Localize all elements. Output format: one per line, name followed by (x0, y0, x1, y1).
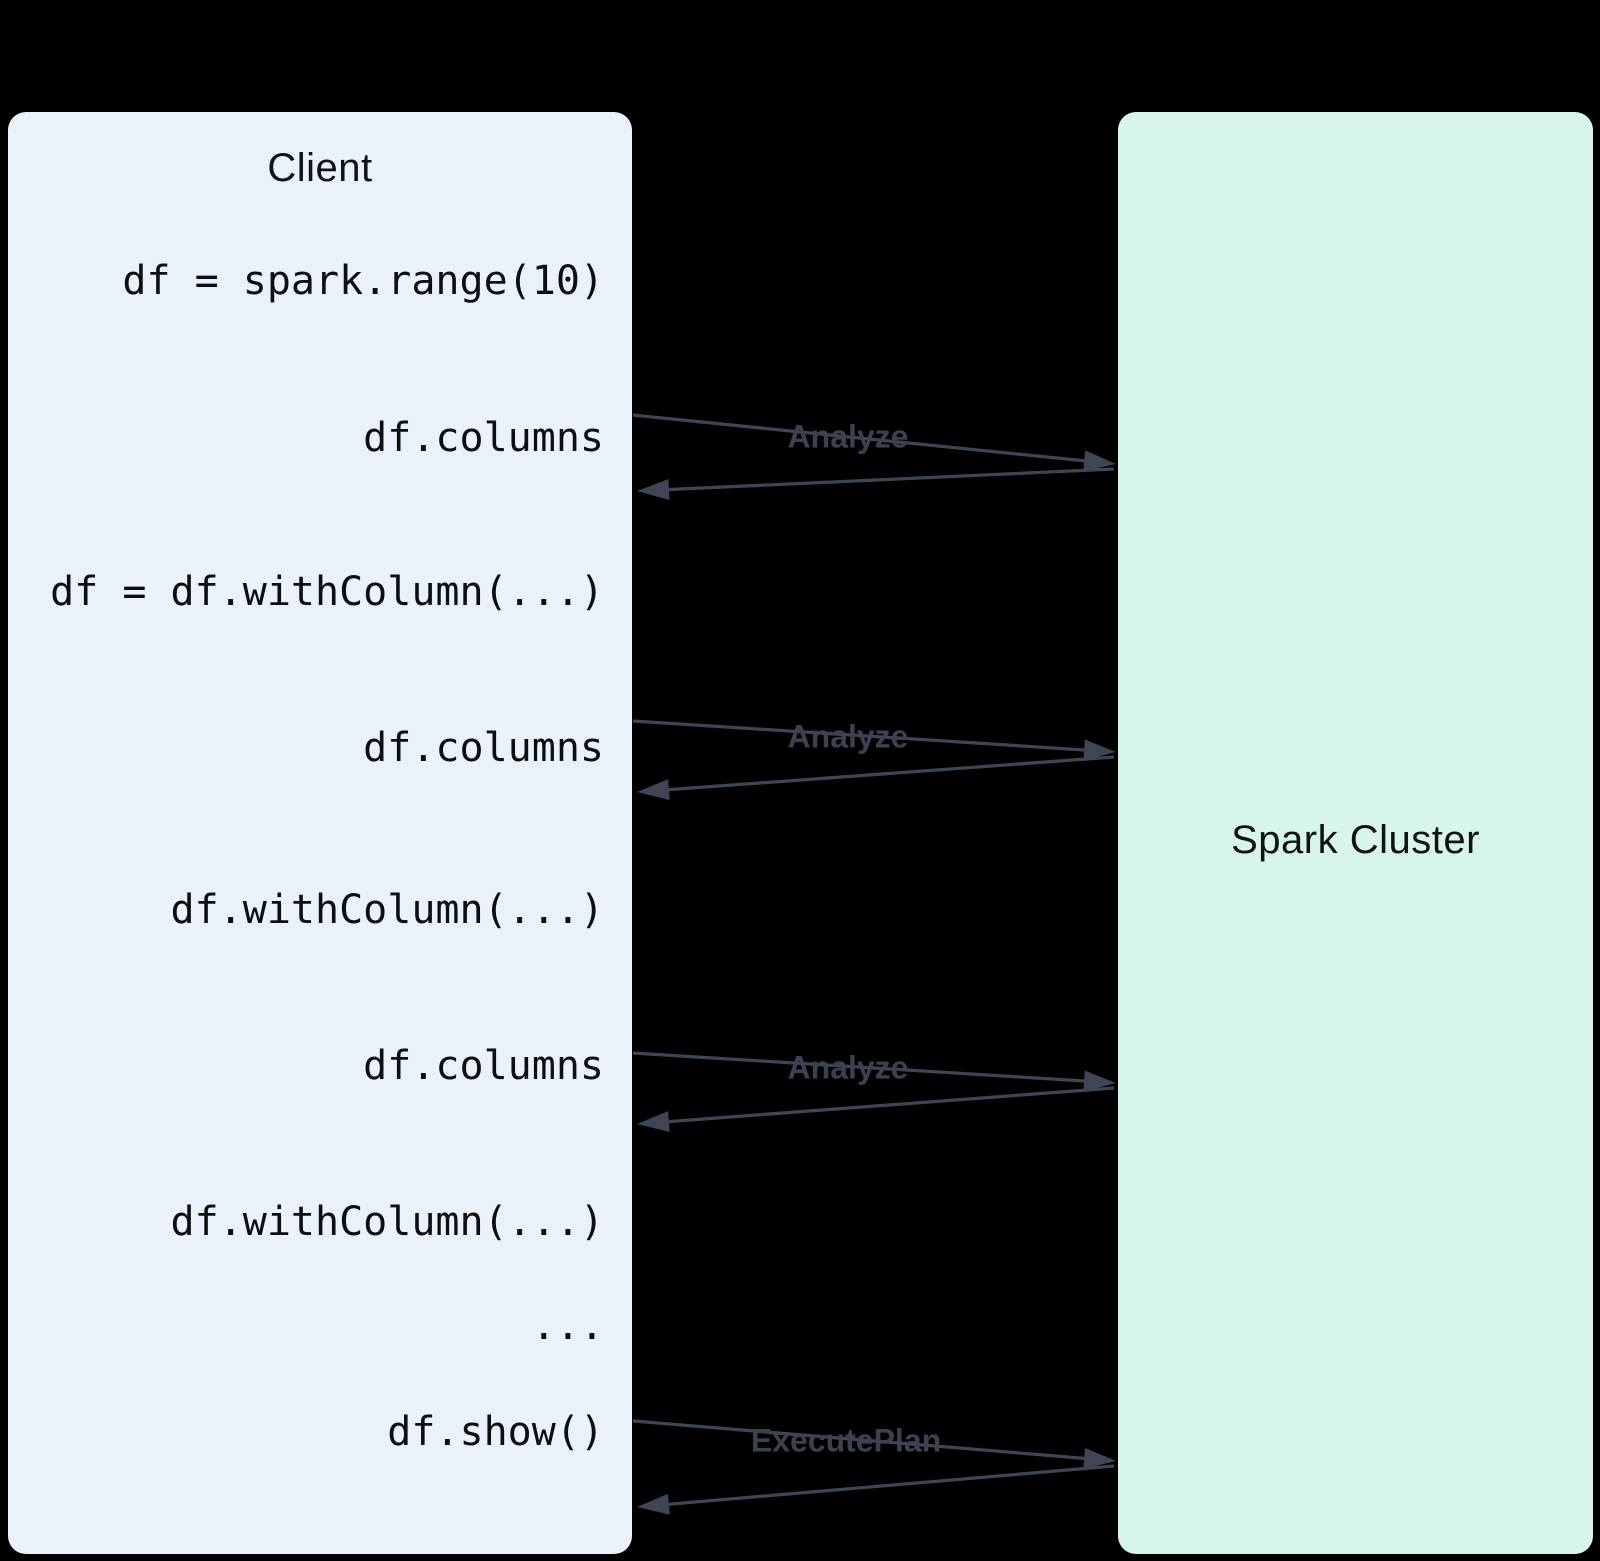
code-line: df.columns (363, 415, 604, 461)
client-panel-title: Client (267, 146, 373, 190)
message-label: Analyze (787, 418, 909, 455)
code-line: df = df.withColumn(...) (50, 569, 604, 615)
code-line: ... (531, 1303, 604, 1349)
code-line: df.withColumn(...) (170, 1199, 604, 1245)
client-panel (8, 112, 632, 1554)
request-arrow-arrowhead-icon (1083, 1070, 1116, 1092)
code-line: df.withColumn(...) (170, 887, 604, 933)
code-line: df.columns (363, 725, 604, 771)
cluster-panel (1118, 112, 1593, 1554)
response-arrow-arrowhead-icon (637, 1493, 670, 1515)
request-arrow-line (632, 1419, 1085, 1460)
response-arrow-arrowhead-icon (637, 1111, 670, 1133)
response-arrow-line (668, 467, 1115, 492)
request-arrow-arrowhead-icon (1083, 1447, 1116, 1469)
response-arrow-arrowhead-icon (637, 779, 670, 801)
request-arrow-line (632, 413, 1085, 463)
response-arrow-line (668, 755, 1115, 792)
cluster-panel-title: Spark Cluster (1231, 818, 1480, 862)
response-arrow-arrowhead-icon (637, 479, 670, 501)
message-label: Analyze (787, 1049, 909, 1086)
request-arrow-line (632, 1051, 1085, 1083)
response-arrow-line (668, 1464, 1115, 1506)
code-line: df.columns (363, 1043, 604, 1089)
request-arrow-arrowhead-icon (1083, 739, 1116, 761)
request-arrow-arrowhead-icon (1083, 450, 1116, 472)
message-label: Analyze (787, 718, 909, 755)
code-line: df.show() (387, 1409, 604, 1455)
response-arrow-line (668, 1086, 1115, 1124)
code-line: df = spark.range(10) (122, 258, 604, 304)
message-label: ExecutePlan (750, 1422, 942, 1459)
request-arrow-line (632, 719, 1085, 752)
